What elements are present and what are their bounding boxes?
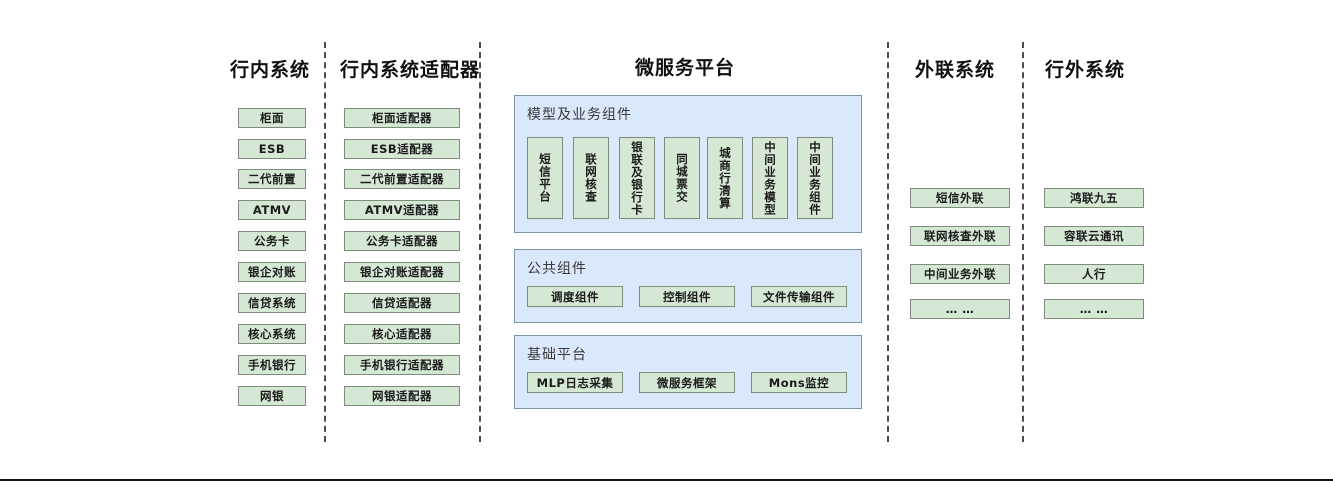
node-base-platform-component[interactable]: Mons监控 bbox=[751, 372, 847, 393]
node-in-bank-adapter[interactable]: 网银适配器 bbox=[344, 386, 460, 406]
node-external-link-system[interactable]: 中间业务外联 bbox=[910, 264, 1010, 284]
node-external-link-system[interactable]: … … bbox=[910, 299, 1010, 319]
panel-title-model-business-components: 模型及业务组件 bbox=[527, 107, 632, 123]
node-model-component[interactable]: 中间业务模型 bbox=[752, 137, 788, 219]
node-model-component[interactable]: 联网核查 bbox=[573, 137, 609, 219]
node-in-bank-system[interactable]: 信贷系统 bbox=[238, 293, 306, 313]
node-public-component[interactable]: 文件传输组件 bbox=[751, 286, 847, 307]
column-title-in-bank-systems: 行内系统 bbox=[229, 59, 310, 81]
node-in-bank-system[interactable]: ESB bbox=[238, 139, 306, 159]
node-in-bank-system[interactable]: 核心系统 bbox=[238, 324, 306, 344]
node-in-bank-adapter[interactable]: 银企对账适配器 bbox=[344, 262, 460, 282]
divider-2 bbox=[479, 42, 481, 442]
panel-title-public-components: 公共组件 bbox=[527, 261, 587, 277]
node-in-bank-system[interactable]: ATMV bbox=[238, 200, 306, 220]
node-model-component-label: 中间业务模型 bbox=[763, 140, 778, 216]
node-in-bank-adapter[interactable]: 信贷适配器 bbox=[344, 293, 460, 313]
node-model-component[interactable]: 中间业务组件 bbox=[797, 137, 833, 219]
node-base-platform-component[interactable]: 微服务框架 bbox=[639, 372, 735, 393]
node-external-link-system[interactable]: 联网核查外联 bbox=[910, 226, 1010, 246]
divider-1 bbox=[324, 42, 326, 442]
node-off-bank-system[interactable]: 容联云通讯 bbox=[1044, 226, 1144, 246]
column-title-external-link-systems: 外联系统 bbox=[914, 59, 995, 81]
panel-title-base-platform: 基础平台 bbox=[527, 347, 587, 363]
node-model-component[interactable]: 同城票交 bbox=[664, 137, 700, 219]
node-in-bank-adapter[interactable]: 核心适配器 bbox=[344, 324, 460, 344]
node-model-component-label: 同城票交 bbox=[675, 153, 690, 203]
node-off-bank-system[interactable]: 鸿联九五 bbox=[1044, 188, 1144, 208]
node-public-component[interactable]: 控制组件 bbox=[639, 286, 735, 307]
node-in-bank-system[interactable]: 银企对账 bbox=[238, 262, 306, 282]
node-in-bank-system[interactable]: 网银 bbox=[238, 386, 306, 406]
node-model-component[interactable]: 短信平台 bbox=[527, 137, 563, 219]
node-in-bank-system[interactable]: 手机银行 bbox=[238, 355, 306, 375]
node-in-bank-adapter[interactable]: ATMV适配器 bbox=[344, 200, 460, 220]
node-off-bank-system[interactable]: … … bbox=[1044, 299, 1144, 319]
node-in-bank-adapter[interactable]: 公务卡适配器 bbox=[344, 231, 460, 251]
node-off-bank-system[interactable]: 人行 bbox=[1044, 264, 1144, 284]
node-in-bank-system[interactable]: 二代前置 bbox=[238, 169, 306, 189]
divider-4 bbox=[1022, 42, 1024, 442]
node-in-bank-system[interactable]: 公务卡 bbox=[238, 231, 306, 251]
node-in-bank-adapter[interactable]: 手机银行适配器 bbox=[344, 355, 460, 375]
node-model-component-label: 短信平台 bbox=[538, 153, 553, 203]
column-title-in-bank-adapters: 行内系统适配器 bbox=[339, 59, 480, 81]
node-base-platform-component[interactable]: MLP日志采集 bbox=[527, 372, 623, 393]
divider-3 bbox=[887, 42, 889, 442]
column-title-off-bank-systems: 行外系统 bbox=[1044, 59, 1125, 81]
node-in-bank-system[interactable]: 柜面 bbox=[238, 108, 306, 128]
bottom-rule bbox=[0, 479, 1333, 481]
node-in-bank-adapter[interactable]: ESB适配器 bbox=[344, 139, 460, 159]
node-in-bank-adapter[interactable]: 二代前置适配器 bbox=[344, 169, 460, 189]
node-model-component-label: 中间业务组件 bbox=[808, 140, 823, 216]
node-model-component[interactable]: 城商行清算 bbox=[707, 137, 743, 219]
node-model-component-label: 联网核查 bbox=[584, 153, 599, 203]
node-public-component[interactable]: 调度组件 bbox=[527, 286, 623, 307]
node-external-link-system[interactable]: 短信外联 bbox=[910, 188, 1010, 208]
node-model-component-label: 城商行清算 bbox=[718, 146, 733, 210]
node-model-component[interactable]: 银联及银行卡 bbox=[619, 137, 655, 219]
column-title-microservice-platform: 微服务平台 bbox=[634, 57, 735, 79]
node-in-bank-adapter[interactable]: 柜面适配器 bbox=[344, 108, 460, 128]
node-model-component-label: 银联及银行卡 bbox=[630, 140, 645, 216]
